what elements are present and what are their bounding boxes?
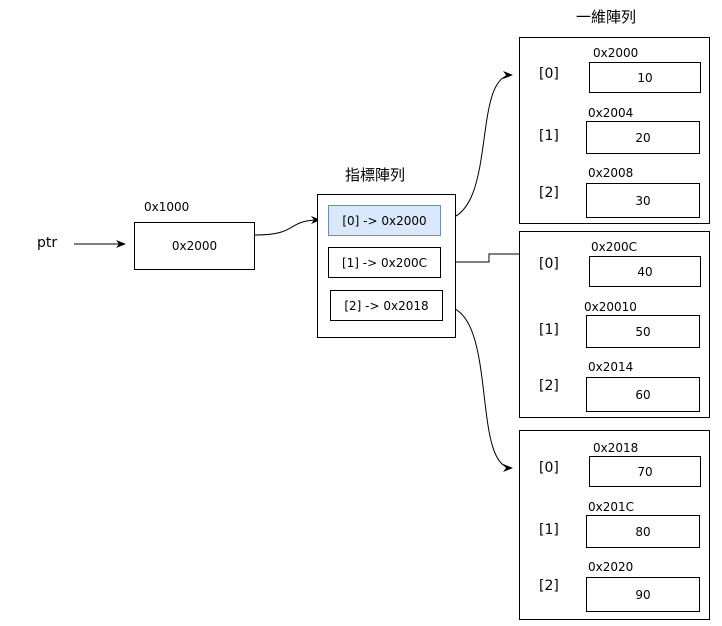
cell-index: [0] bbox=[539, 256, 559, 272]
cell-address: 0x2004 bbox=[588, 106, 634, 120]
cell-index: [2] bbox=[539, 578, 559, 594]
ptr-value: 0x2000 bbox=[171, 239, 218, 253]
cell-index: [0] bbox=[539, 460, 559, 476]
cell-address: 0x20010 bbox=[584, 300, 637, 314]
array-cell: 20 bbox=[586, 121, 700, 154]
pointer-array-item: [2] -> 0x2018 bbox=[330, 290, 443, 321]
array-cell: 40 bbox=[589, 256, 701, 287]
pointer-array-item-text: [2] -> 0x2018 bbox=[344, 298, 429, 313]
array-cell: 70 bbox=[589, 456, 701, 487]
pointer-0-to-array-0-arrow bbox=[440, 71, 513, 221]
pointer-array-item-text: [0] -> 0x2000 bbox=[342, 213, 427, 228]
cell-value: 50 bbox=[635, 324, 651, 339]
cell-value: 90 bbox=[635, 587, 651, 602]
pointer-2-to-array-2-arrow bbox=[442, 305, 513, 472]
cell-value: 70 bbox=[637, 464, 653, 479]
cell-address: 0x2008 bbox=[588, 166, 634, 180]
cell-address: 0x2018 bbox=[593, 441, 639, 455]
arrays-title: 一維陣列 bbox=[576, 8, 637, 26]
array-cell: 10 bbox=[589, 62, 701, 93]
pointer-array-item: [1] -> 0x200C bbox=[328, 247, 441, 278]
cell-value: 10 bbox=[637, 70, 653, 85]
array-cell: 90 bbox=[586, 577, 700, 612]
cell-index: [2] bbox=[539, 185, 559, 201]
cell-address: 0x2014 bbox=[588, 360, 634, 374]
cell-index: [2] bbox=[539, 378, 559, 394]
cell-index: [0] bbox=[539, 66, 559, 82]
cell-index: [1] bbox=[539, 128, 559, 144]
ptr-label: ptr bbox=[37, 235, 58, 251]
cell-index: [1] bbox=[539, 322, 559, 338]
cell-value: 80 bbox=[635, 524, 651, 539]
array-cell: 50 bbox=[586, 315, 700, 348]
cell-address: 0x200C bbox=[591, 240, 638, 254]
array-cell: 80 bbox=[586, 515, 700, 548]
cell-address: 0x2020 bbox=[588, 560, 634, 574]
ptr-address: 0x1000 bbox=[144, 200, 190, 214]
ptr-box: 0x2000 bbox=[134, 222, 255, 270]
pointer-array-title: 指標陣列 bbox=[345, 166, 406, 184]
cell-value: 60 bbox=[635, 387, 651, 402]
ptr-to-pointer-array-arrow bbox=[254, 216, 321, 236]
cell-value: 20 bbox=[635, 130, 651, 145]
array-cell: 30 bbox=[586, 183, 700, 218]
pointer-array-item-text: [1] -> 0x200C bbox=[341, 255, 428, 270]
cell-value: 30 bbox=[635, 193, 651, 208]
pointer-1-to-array-1-arrow bbox=[441, 250, 539, 263]
pointer-array-item: [0] -> 0x2000 bbox=[328, 205, 441, 236]
cell-address: 0x2000 bbox=[593, 46, 639, 60]
cell-index: [1] bbox=[539, 522, 559, 538]
array-cell: 60 bbox=[586, 377, 700, 412]
cell-value: 40 bbox=[637, 264, 653, 279]
cell-address: 0x201C bbox=[588, 500, 635, 514]
